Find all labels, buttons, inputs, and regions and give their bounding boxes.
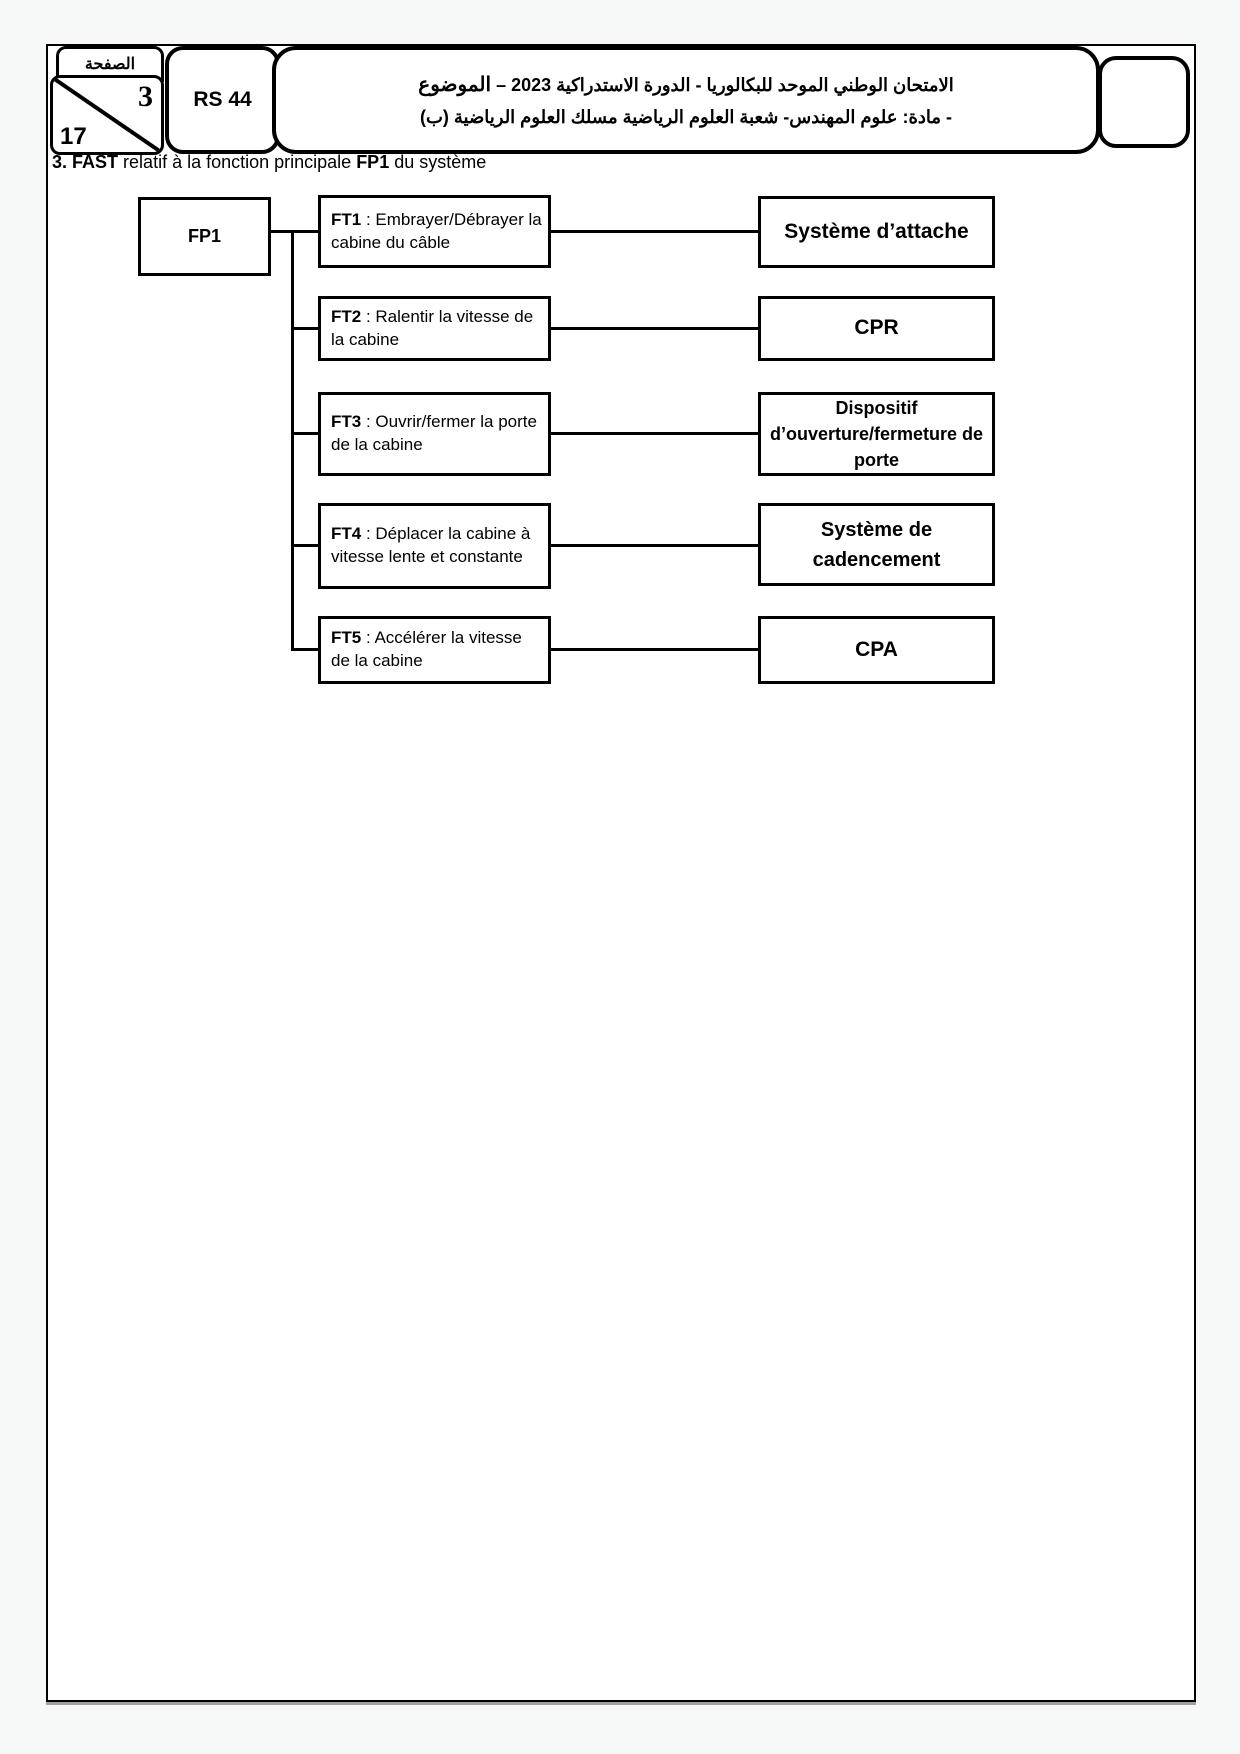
solution-box-dispositif-porte: Dispositif d’ouverture/fermeture de port… [758, 392, 995, 476]
ft2-code: FT2 [331, 306, 362, 326]
solution-5-label: CPA [855, 637, 898, 661]
connector-trunk [291, 230, 294, 651]
ft1-box: FT1 : Embrayer/Débrayer la cabine du câb… [318, 195, 551, 268]
connector-ft3-solution [551, 432, 758, 435]
ft4-box: FT4 : Déplacer la cabine à vitesse lente… [318, 503, 551, 589]
page-total: 17 [60, 123, 87, 150]
section-number: 3. [52, 152, 68, 172]
ft2-text: FT2 : Ralentir la vitesse de la cabine [331, 306, 542, 352]
solution-1-label: Système d’attache [784, 219, 969, 243]
ft2-desc: : Ralentir la vitesse de la cabine [331, 306, 534, 349]
connector-ft5-solution [551, 648, 758, 651]
section-keyword-fast: FAST [72, 152, 119, 172]
connector-trunk-ft2 [291, 327, 318, 330]
solution-3-label: Dispositif d’ouverture/fermeture de port… [769, 397, 984, 471]
connector-trunk-ft5 [291, 648, 318, 651]
ft3-code: FT3 [331, 412, 362, 432]
solution-2-label: CPR [854, 316, 899, 340]
exam-title-line1: الامتحان الوطني الموحد للبكالوريا - الدو… [418, 67, 953, 102]
exam-code: RS 44 [193, 88, 252, 111]
ft5-code: FT5 [331, 628, 362, 648]
fp1-label: FP1 [187, 226, 221, 247]
solution-box-systeme-attache: Système d’attache [758, 196, 995, 268]
exam-subject-logo: الموضوع [418, 71, 492, 96]
connector-trunk-ft3 [291, 432, 318, 435]
ft1-desc: : Embrayer/Débrayer la cabine du câble [331, 209, 542, 252]
page-border [46, 44, 1196, 1702]
ft3-desc: : Ouvrir/fermer la porte de la cabine [331, 412, 537, 454]
page-number-box: 3 17 [50, 75, 164, 155]
exam-header-box: الامتحان الوطني الموحد للبكالوريا - الدو… [272, 46, 1100, 154]
solution-box-cpr: CPR [758, 296, 995, 361]
solution-4-label: Système de cadencement [812, 518, 941, 571]
section-text-tail: du système [389, 152, 487, 172]
ft3-text: FT3 : Ouvrir/fermer la porte de la cabin… [331, 411, 542, 457]
connector-ft2-solution [551, 327, 758, 330]
solution-box-cpa: CPA [758, 616, 995, 684]
ft1-text: FT1 : Embrayer/Débrayer la cabine du câb… [331, 209, 542, 255]
page-number-label-text: الصفحة [84, 56, 136, 73]
ft5-desc: : Accélérer la vitesse de la cabine [331, 628, 522, 670]
exam-title-line2: - مادة: علوم المهندس- شعبة العلوم الرياض… [419, 106, 953, 127]
diagonal-line [53, 78, 161, 152]
ft4-code: FT4 [331, 524, 362, 544]
ft5-text: FT5 : Accélérer la vitesse de la cabine [331, 627, 542, 673]
connector-ft1-solution [551, 230, 758, 233]
ft5-box: FT5 : Accélérer la vitesse de la cabine [318, 616, 551, 684]
empty-stamp-box [1098, 56, 1190, 148]
ft3-box: FT3 : Ouvrir/fermer la porte de la cabin… [318, 392, 551, 476]
ft4-text: FT4 : Déplacer la cabine à vitesse lente… [331, 523, 542, 569]
section-title: 3. FAST relatif à la fonction principale… [52, 152, 1052, 173]
solution-box-systeme-cadencement: Système de cadencement [758, 503, 995, 586]
section-keyword-fp1: FP1 [356, 152, 390, 172]
ft1-code: FT1 [331, 209, 362, 229]
ft4-desc: : Déplacer la cabine à vitesse lente et … [331, 524, 531, 566]
exam-code-box: RS 44 [165, 46, 280, 154]
fp1-root-box: FP1 [138, 197, 271, 276]
connector-ft4-solution [551, 544, 758, 547]
exam-title-line1-text: الامتحان الوطني الموحد للبكالوريا - الدو… [496, 74, 954, 95]
ft2-box: FT2 : Ralentir la vitesse de la cabine [318, 296, 551, 361]
section-text-mid: relatif à la fonction principale [118, 152, 357, 172]
connector-trunk-ft4 [291, 544, 318, 547]
page-current: 3 [138, 80, 153, 113]
